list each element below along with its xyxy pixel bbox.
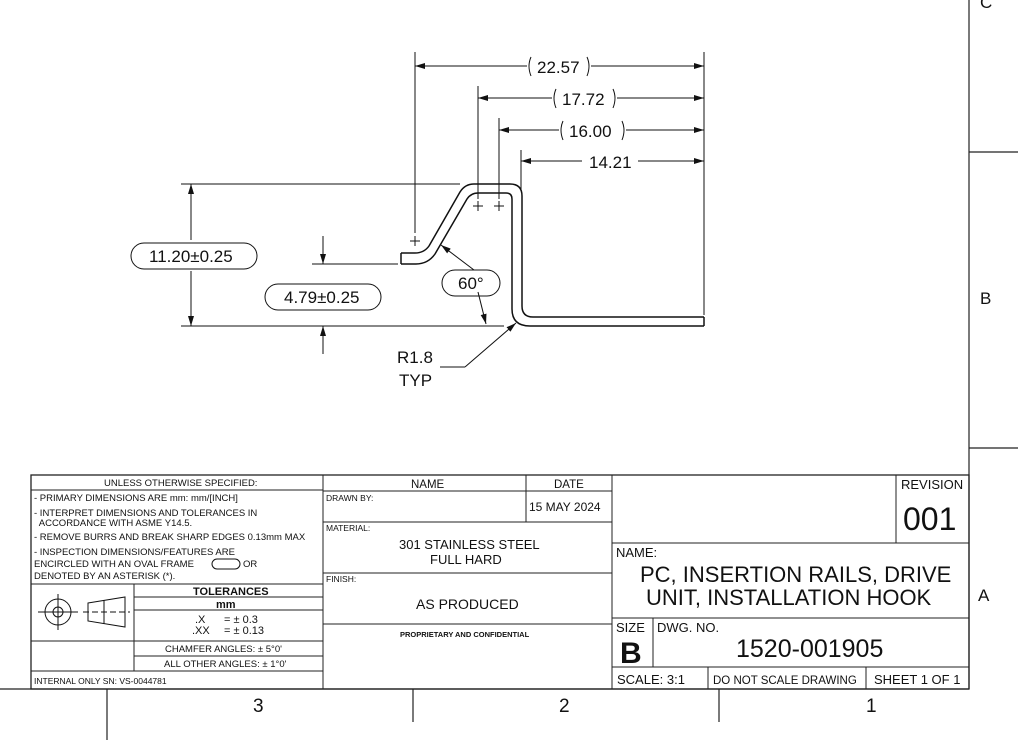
dim-width-3: 16.00 [569, 122, 612, 141]
note-line-1: - PRIMARY DIMENSIONS ARE mm: mm/[INCH] [34, 493, 238, 504]
date-header: DATE [554, 479, 584, 491]
drawn-by-label: DRAWN BY: [326, 493, 373, 503]
inspection-frames [130, 56, 625, 311]
zone-label-1: 1 [866, 696, 877, 717]
note-line-3: ACCORDANCE WITH ASME Y14.5. [34, 518, 192, 529]
zone-label-b: B [980, 289, 991, 308]
drawing-number: 1520-001905 [736, 635, 883, 663]
note-line-4: - REMOVE BURRS AND BREAK SHARP EDGES 0.1… [34, 532, 306, 543]
proprietary-notice: PROPRIETARY AND CONFIDENTIAL [400, 630, 530, 639]
revision-label: REVISION [901, 477, 963, 492]
zone-label-c: C [980, 0, 992, 12]
title-block-grid [30, 474, 970, 690]
part-title-line-2: UNIT, INSTALLATION HOOK [646, 585, 932, 610]
tol-x-label: .X [195, 614, 206, 626]
center-marks [410, 201, 504, 246]
dwg-no-label: DWG. NO. [657, 620, 719, 635]
chamfer-angles: CHAMFER ANGLES: ± 5°0' [165, 644, 282, 655]
note-line-2: - INTERPRET DIMENSIONS AND TOLERANCES IN [34, 508, 257, 519]
tolerances-title: TOLERANCES [193, 586, 269, 598]
finish-value: AS PRODUCED [416, 596, 519, 612]
internal-sn: INTERNAL ONLY SN: VS-0044781 [34, 676, 167, 686]
note-line-6: ENCIRCLED WITH AN OVAL FRAME [34, 559, 194, 570]
material-label: MATERIAL: [326, 523, 370, 533]
zone-label-2: 2 [559, 696, 570, 717]
material-line-1: 301 STAINLESS STEEL [399, 537, 540, 552]
dim-height: 11.20±0.25 [149, 247, 233, 266]
oval-frame-symbol [211, 558, 241, 570]
projection-symbol-icon [38, 594, 130, 630]
dim-radius: R1.8 [397, 348, 433, 367]
dim-width-4: 14.21 [589, 153, 632, 172]
sheet-number: SHEET 1 OF 1 [874, 672, 960, 687]
dim-overall-width: 22.57 [537, 58, 580, 77]
finish-label: FINISH: [326, 574, 356, 584]
tol-xx-value: = ± 0.13 [224, 625, 264, 637]
dim-angle: 60° [458, 274, 484, 293]
date-value: 15 MAY 2024 [529, 500, 601, 514]
tol-x-value: = ± 0.3 [224, 614, 258, 626]
name-label: NAME: [616, 545, 657, 560]
part-profile [400, 183, 705, 327]
do-not-scale: DO NOT SCALE DRAWING [713, 675, 857, 687]
dim-offset: 4.79±0.25 [284, 288, 360, 307]
material-line-2: FULL HARD [430, 552, 502, 567]
size-value: B [620, 637, 642, 670]
note-line-7: DENOTED BY AN ASTERISK (*). [34, 571, 175, 582]
unless-specified-title: UNLESS OTHERWISE SPECIFIED: [104, 478, 257, 489]
size-label: SIZE [616, 620, 645, 635]
dimension-lines [181, 52, 705, 368]
note-line-6-or: OR [243, 559, 257, 570]
zone-label-a: A [978, 586, 990, 605]
name-header: NAME [411, 479, 445, 491]
note-line-5: - INSPECTION DIMENSIONS/FEATURES ARE [34, 547, 235, 558]
tolerances-unit: mm [216, 599, 236, 611]
revision-value: 001 [903, 501, 956, 537]
tol-xx-label: .XX [192, 625, 210, 637]
scale-text: SCALE: 3:1 [617, 672, 685, 687]
dim-radius-note: TYP [399, 371, 432, 390]
other-angles: ALL OTHER ANGLES: ± 1°0' [164, 659, 287, 670]
dim-width-2: 17.72 [562, 90, 605, 109]
zone-label-3: 3 [253, 696, 264, 717]
part-title-line-1: PC, INSERTION RAILS, DRIVE [640, 562, 951, 587]
